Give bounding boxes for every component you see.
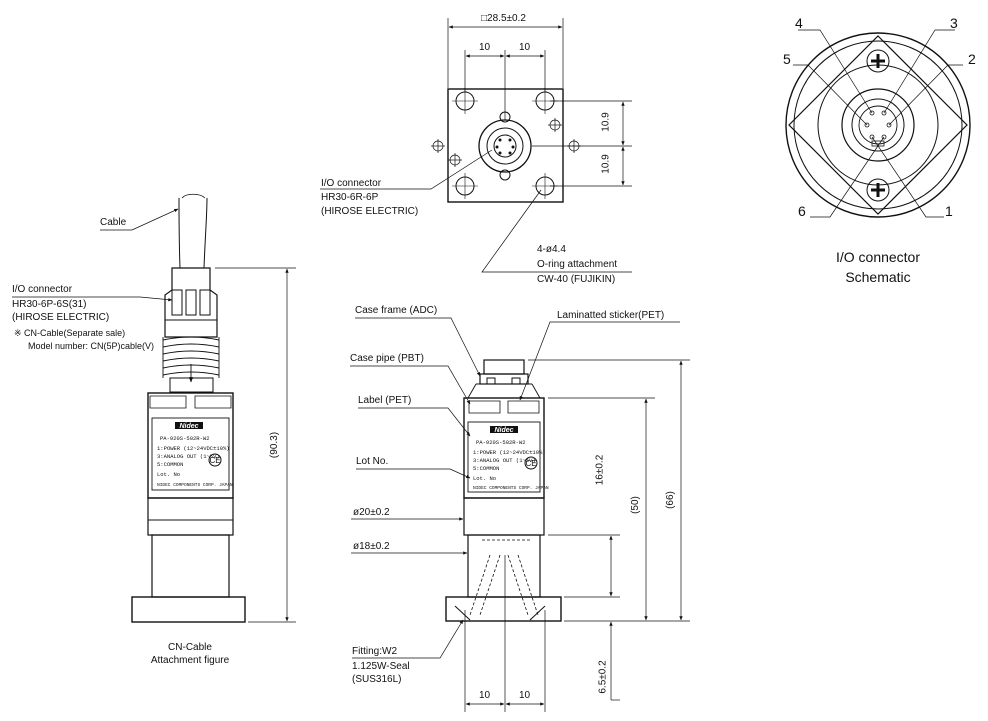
cable-label: Cable xyxy=(100,217,127,228)
connector-schematic xyxy=(785,29,971,218)
top-connector-inner xyxy=(493,134,517,158)
dim-left-10: 10 xyxy=(479,42,491,53)
dim-90-3: (90.3) xyxy=(269,431,281,459)
top-io-maker: (HIROSE ELECTRIC) xyxy=(321,206,419,217)
pin xyxy=(886,122,892,128)
front-view: Nidec PA-920S-502R-W2 1:POWER (12~24VDC±… xyxy=(350,317,690,712)
label-line2-left: 3:ANALOG OUT (1~5V) xyxy=(157,453,220,460)
square-dimension: □28.5±0.2 xyxy=(481,13,526,24)
bottom-dim-right: 10 xyxy=(519,690,531,701)
cn-cable-note: ※ CN-Cable(Separate sale) xyxy=(14,328,126,338)
laminated-sticker-label: Laminatted sticker(PET) xyxy=(557,310,665,321)
label-line3-left: 5:COMMON xyxy=(157,461,183,468)
left-io-label: I/O connector xyxy=(12,284,73,295)
pin xyxy=(881,134,887,140)
label-line1-left: 1:POWER (12~24VDC±10%) xyxy=(157,445,230,452)
cable-attachment-view: Nidec PA-920S-502R-W2 1:POWER (12~24VDC±… xyxy=(12,193,296,623)
pin xyxy=(869,134,875,140)
pin xyxy=(881,110,887,116)
label-maker-front: NIDEC COMPONENTS CORP. JAPAN xyxy=(473,485,549,491)
ce-mark-left: CE xyxy=(209,456,220,465)
pin-number-5: 5 xyxy=(783,51,791,67)
screw-icon xyxy=(866,178,890,202)
brand-logo-front: Nidec xyxy=(494,427,513,434)
label-model-left: PA-920S-502R-W2 xyxy=(160,435,210,442)
case-pipe-label: Case pipe (PBT) xyxy=(350,353,424,364)
pin-number-6: 6 xyxy=(798,203,806,219)
label-line3-front: 5:COMMON xyxy=(473,465,499,472)
dim-16: 16±0.2 xyxy=(594,454,606,486)
top-io-model: HR30-6R-6P xyxy=(321,192,379,203)
screw-icon xyxy=(866,49,890,73)
dia-18: ø18±0.2 xyxy=(353,541,390,552)
pin-number-3: 3 xyxy=(950,15,958,31)
dim-66: (66) xyxy=(664,491,676,509)
pin-number-4: 4 xyxy=(795,15,803,31)
left-io-model: HR30-6P-6S(31) xyxy=(12,299,87,310)
label-line2-front: 3:ANALOG OUT (1~5V) xyxy=(473,457,536,464)
lot-no-label: Lot No. xyxy=(356,456,389,467)
left-io-maker: (HIROSE ELECTRIC) xyxy=(12,312,110,323)
oring-label: O-ring attachment xyxy=(537,259,618,270)
cn-cable-model: Model number: CN(5P)cable(V) xyxy=(28,341,155,351)
label-lot-left: Lot. No xyxy=(157,471,180,478)
dim-lower-10-9: 10.9 xyxy=(600,154,612,174)
pin xyxy=(864,122,870,128)
top-io-label: I/O connector xyxy=(321,178,382,189)
top-view-square xyxy=(447,88,564,203)
label-line1-front: 1:POWER (12~24VDC±10%) xyxy=(473,449,546,456)
schematic-subtitle: Schematic xyxy=(845,269,911,285)
label-pet: Label (PET) xyxy=(358,395,412,406)
brand-logo-left: Nidec xyxy=(179,423,198,430)
fitting-label: Fitting:W2 xyxy=(352,646,398,657)
label-maker-left: NIDEC COMPONENTS CORP. JAPAN xyxy=(157,482,233,488)
sus-label: (SUS316L) xyxy=(352,674,402,685)
seal-label: 1.125W-Seal xyxy=(352,661,410,672)
caption-cn-cable: CN-Cable xyxy=(168,642,212,653)
label-model-front: PA-920S-502R-W2 xyxy=(476,439,526,446)
pin-number-1: 1 xyxy=(945,203,953,219)
schematic-title: I/O connector xyxy=(835,249,921,265)
oring-model: CW-40 (FUJIKIN) xyxy=(537,274,616,285)
case-frame-label: Case frame (ADC) xyxy=(355,305,438,316)
top-view xyxy=(320,18,632,273)
dim-6-5: 6.5±0.2 xyxy=(597,660,609,694)
caption-attachment: Attachment figure xyxy=(150,655,230,666)
hole-dimension: 4-ø4.4 xyxy=(537,244,566,255)
pin-number-2: 2 xyxy=(968,51,976,67)
bottom-dim-left: 10 xyxy=(479,690,491,701)
label-lot-front: Lot. No xyxy=(473,475,496,482)
top-connector-mid xyxy=(486,127,524,165)
dim-upper-10-9: 10.9 xyxy=(600,112,612,132)
ce-mark-front: CE xyxy=(525,459,536,468)
dim-right-10: 10 xyxy=(519,42,531,53)
dim-50: (50) xyxy=(629,496,641,514)
dia-20: ø20±0.2 xyxy=(353,507,390,518)
schematic-outer-ring xyxy=(785,32,971,218)
pin xyxy=(869,110,875,116)
